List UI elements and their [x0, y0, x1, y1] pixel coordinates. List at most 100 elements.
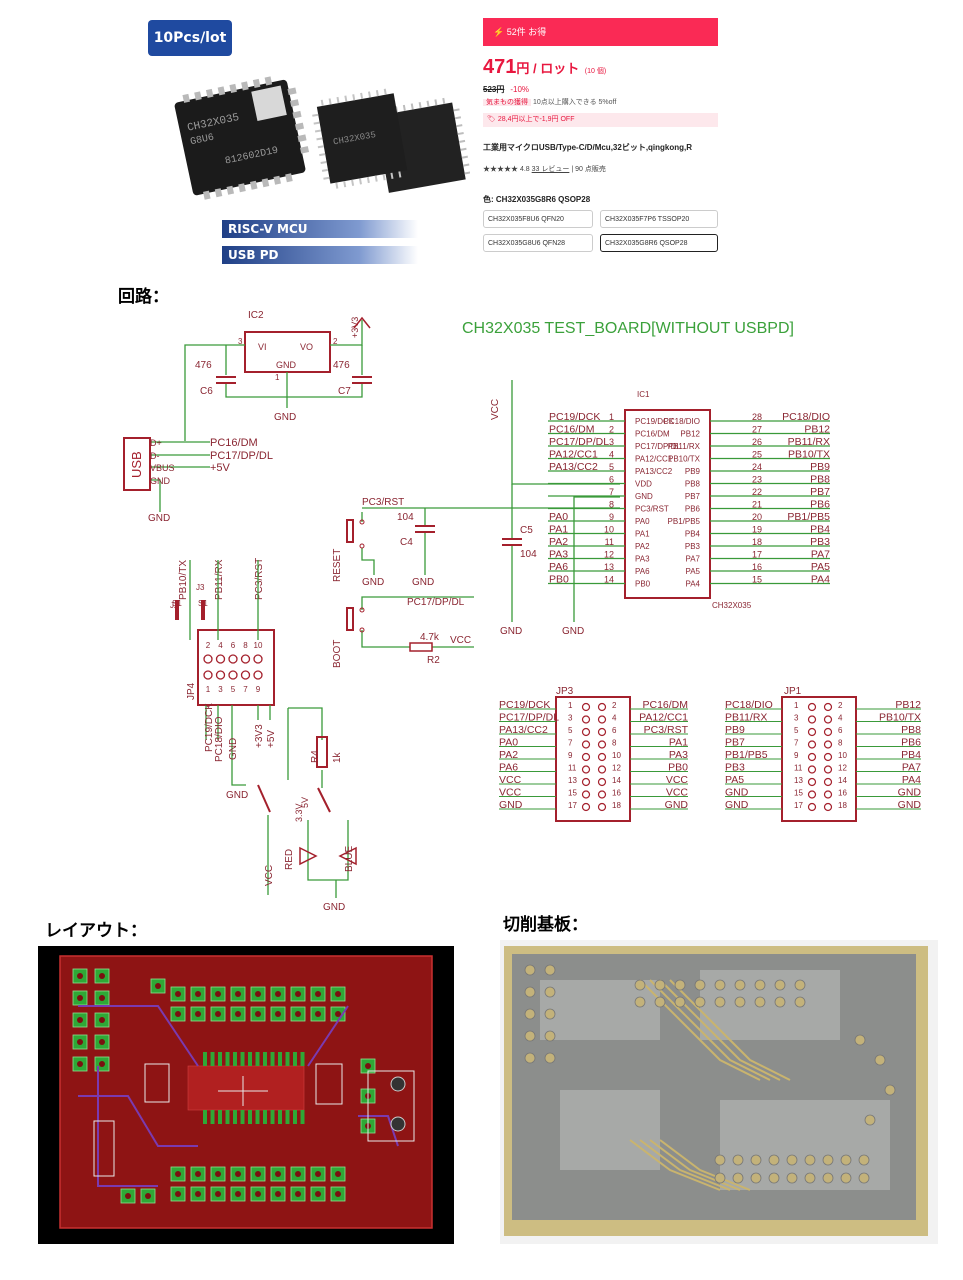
pcb-smd-pad — [203, 1110, 207, 1124]
pcb-drill — [295, 1191, 301, 1197]
product-title[interactable]: 工業用マイクロUSB/Type-C/D/Mcu,32ビット,qingkong,R — [483, 143, 693, 152]
header-hole — [807, 777, 817, 787]
header-right-pin: 6 — [838, 726, 843, 735]
milled-pad — [786, 1154, 798, 1166]
ic1-right-net: PB11/RX — [788, 436, 830, 448]
header-right-pin: 12 — [612, 764, 621, 773]
milled-pad — [750, 1154, 762, 1166]
ic1-right-pin: 18 — [752, 537, 762, 547]
ic2-vo: VO — [300, 342, 313, 352]
header-hole — [823, 740, 833, 749]
pcb-drill — [255, 1011, 261, 1017]
ic1-right-net: PB7 — [810, 486, 830, 498]
jp4-header — [197, 629, 275, 706]
option-qsop28[interactable]: CH32X035G8R6 QSOP28 — [600, 234, 718, 252]
pcb-smd-pad — [233, 1052, 237, 1066]
ic1-left-inner: PA6 — [635, 567, 650, 576]
milled-pad — [694, 979, 706, 991]
header-right-pin: 6 — [612, 726, 617, 735]
header-right-pin: 14 — [838, 776, 847, 785]
ic1-right-net: PB12 — [804, 424, 830, 436]
usbpd-tag: USB PD — [222, 246, 418, 264]
header-hole — [581, 702, 591, 712]
pcb-drill — [335, 1191, 341, 1197]
pcb-layout — [38, 946, 454, 1244]
ic1-left-net: PC17/DP/DL — [549, 436, 609, 448]
header-hole — [597, 752, 607, 762]
header-hole — [597, 802, 607, 812]
header-hole — [581, 715, 591, 724]
jp4-hole — [203, 670, 213, 680]
reviews-link[interactable]: 33 レビュー — [531, 166, 570, 173]
sale-banner[interactable]: ⚡ 52件 お得 — [483, 18, 718, 46]
header-hole — [823, 777, 833, 787]
milled-pad — [732, 1172, 744, 1184]
header-left-pin: 17 — [794, 801, 803, 810]
ic1-left-net: PA0 — [549, 511, 568, 523]
header-left-pin: 9 — [568, 751, 573, 760]
pcb-drill — [195, 1171, 201, 1177]
lot-badge: 10Pcs/lot — [148, 20, 232, 56]
pcb-drill — [235, 1171, 241, 1177]
ic1-right-pin: 19 — [752, 525, 762, 535]
option-tssop20[interactable]: CH32X035F7P6 TSSOP20 — [600, 210, 718, 228]
header-hole — [597, 702, 607, 712]
header-hole — [597, 790, 607, 799]
pcb-drill — [77, 1061, 83, 1067]
boot-net-label: PC17/DP/DL — [407, 597, 465, 608]
coupon-bar[interactable]: 🏷 28,4円以上で-1,9円 OFF — [483, 113, 718, 127]
jp3-name: JP3 — [556, 686, 574, 697]
header-right-net: PA7 — [902, 762, 921, 774]
header-right-net: GND — [898, 799, 922, 811]
header-right-net: PA4 — [902, 774, 921, 786]
ic2-pin-vi: 3 — [238, 337, 243, 346]
pcb-drill — [275, 1171, 281, 1177]
header-left-net: GND — [725, 799, 749, 811]
pcb-smd-pad — [278, 1110, 282, 1124]
milled-pad — [768, 1154, 780, 1166]
header-hole — [823, 752, 833, 762]
pcb-drill — [295, 1011, 301, 1017]
ic1-left-net: PA12/CC1 — [549, 449, 598, 461]
ic1-right-net: PA5 — [811, 561, 830, 573]
pcb-smd-pad — [285, 1110, 290, 1124]
pcb-drill — [275, 1011, 281, 1017]
switch-vcc: VCC — [264, 865, 275, 886]
jp4-net-dck: PC19/DCK — [204, 703, 215, 752]
option-qfn28[interactable]: CH32X035G8U6 QFN28 — [483, 234, 593, 252]
ic1-right-pin: 26 — [752, 437, 762, 447]
header-left-net: PC19/DCK — [499, 699, 550, 711]
ic2-regulator: IC2 VI VO GND 3 2 1 — [238, 310, 338, 382]
jp4-top-pin: 6 — [231, 641, 236, 650]
ic1-right-inner: PB4 — [685, 530, 701, 539]
led-red-icon — [299, 846, 318, 866]
milled-pad — [794, 979, 806, 991]
pcb-drill — [235, 1011, 241, 1017]
promo-chip[interactable]: 気まもの獲得 — [483, 99, 531, 106]
ic1-right-inner: PA5 — [685, 567, 700, 576]
milled-pad — [804, 1154, 816, 1166]
pcb-smd-pad — [225, 1052, 230, 1066]
header-left-pin: 5 — [794, 726, 799, 735]
header-right-pin: 14 — [612, 776, 621, 785]
pcb-drill — [175, 1191, 181, 1197]
jp4-net-gnd: GND — [228, 738, 239, 760]
option-qfn20[interactable]: CH32X035F8U6 QFN20 — [483, 210, 593, 228]
milled-pad — [884, 1084, 896, 1096]
ic1-left-inner: GND — [635, 492, 653, 501]
header-left-pin: 17 — [568, 801, 577, 810]
milled-pad — [804, 1172, 816, 1184]
jp4-bottom-pin: 9 — [256, 685, 261, 694]
ic1-right-net: PB3 — [810, 536, 830, 548]
ic1-right-pin: 16 — [752, 562, 762, 572]
header-hole — [807, 752, 817, 762]
c7-name: C7 — [338, 386, 351, 397]
ic1-right-inner: PB8 — [685, 480, 701, 489]
ic1-left-inner: PA3 — [635, 555, 650, 564]
reset-net-label: PC3/RST — [362, 497, 404, 508]
ic2-gnd: GND — [276, 360, 297, 370]
milled-pad — [674, 996, 686, 1008]
jp4-hole — [240, 670, 251, 680]
jumper-j3: J3 — [196, 583, 205, 592]
header-hole — [823, 765, 833, 774]
